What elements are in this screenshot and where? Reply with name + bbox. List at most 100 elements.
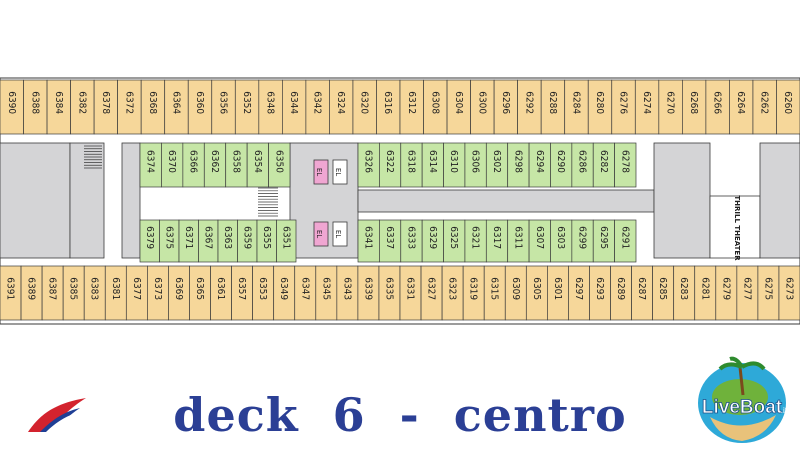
bottom-cabin-label-6273: 6273: [783, 277, 794, 300]
inner-cabin-label-6374: 6374: [145, 150, 156, 173]
inner-cabin-cell-6278[interactable]: [614, 142, 637, 188]
top-cabin-label-6356: 6356: [218, 91, 229, 114]
elevator-label-2: EL: [334, 168, 342, 176]
inner-cabin-label-6317: 6317: [491, 226, 502, 249]
bottom-cabin-label-6335: 6335: [383, 277, 394, 300]
top-cabin-label-6364: 6364: [170, 91, 181, 114]
elevator-label-1: EL: [315, 168, 323, 176]
top-cabin-label-6316: 6316: [382, 91, 393, 114]
bottom-cabin-label-6365: 6365: [194, 277, 205, 300]
bottom-cabin-label-6331: 6331: [405, 277, 416, 300]
bottom-cabin-cell-6273[interactable]: [778, 265, 800, 321]
top-cabin-label-6352: 6352: [241, 91, 252, 114]
bottom-cabin-label-6353: 6353: [257, 277, 268, 300]
inner-cabin-label-6318: 6318: [405, 150, 416, 173]
elevator-2: [332, 159, 348, 185]
funnel-tail-blue: [40, 408, 80, 432]
top-cabin-label-6324: 6324: [335, 91, 346, 114]
bottom-cabin-label-6387: 6387: [47, 277, 58, 300]
inner-cabin-label-6282: 6282: [598, 150, 609, 173]
inner-cabin-label-6325: 6325: [448, 226, 459, 249]
globe-land: [712, 379, 768, 415]
top-cabin-label-6304: 6304: [453, 91, 464, 114]
inner-cabin-label-6329: 6329: [427, 226, 438, 249]
elevator-3: [313, 221, 329, 247]
inner-cabin-label-6326: 6326: [363, 150, 374, 173]
globe-sand: [710, 415, 776, 441]
top-cabin-label-6284: 6284: [570, 91, 581, 114]
inner-cabin-label-6321: 6321: [470, 226, 481, 249]
bottom-cabin-label-6287: 6287: [636, 277, 647, 300]
bottom-cabin-label-6391: 6391: [5, 277, 16, 300]
bottom-cabin-label-6383: 6383: [89, 277, 100, 300]
top-cabin-label-6262: 6262: [759, 91, 770, 114]
bottom-cabin-label-6315: 6315: [489, 277, 500, 300]
bottom-cabin-label-6339: 6339: [362, 277, 373, 300]
mid-passage: [357, 189, 655, 213]
inner-cabin-label-6295: 6295: [598, 226, 609, 249]
inner-cabin-label-6355: 6355: [261, 226, 272, 249]
inner-cabin-label-6366: 6366: [188, 150, 199, 173]
inner-cabin-label-6350: 6350: [273, 150, 284, 173]
top-cabin-label-6296: 6296: [500, 91, 511, 114]
inner-cabin-cell-6351[interactable]: [276, 219, 297, 263]
inner-cabin-label-6307: 6307: [534, 226, 545, 249]
inner-cabin-label-6310: 6310: [448, 150, 459, 173]
top-cabin-label-6342: 6342: [312, 91, 323, 114]
bottom-cabin-label-6343: 6343: [341, 277, 352, 300]
elevator-1: [313, 159, 329, 185]
liveboat-logo: LiveBoat .it: [698, 356, 788, 443]
top-cabin-label-6312: 6312: [406, 91, 417, 114]
top-cabin-label-6382: 6382: [76, 91, 87, 114]
inner-cabin-label-6359: 6359: [241, 226, 252, 249]
inner-cabin-label-6351: 6351: [280, 226, 291, 249]
inner-cabin-label-6306: 6306: [470, 150, 481, 173]
logo-wordmark: LiveBoat: [702, 397, 783, 418]
carnival-funnel-logo: [28, 398, 86, 432]
top-cabin-label-6308: 6308: [429, 91, 440, 114]
stairs-left: [84, 145, 102, 169]
inner-cabin-cell-6291[interactable]: [614, 219, 637, 263]
top-cabin-label-6274: 6274: [641, 91, 652, 114]
bottom-cabin-label-6293: 6293: [594, 277, 605, 300]
bottom-cabin-label-6285: 6285: [657, 277, 668, 300]
inner-cabin-label-6362: 6362: [209, 150, 220, 173]
inner-cabin-cell-6350[interactable]: [268, 142, 291, 188]
elevator-label-4: EL: [334, 230, 342, 238]
inner-cabin-label-6299: 6299: [577, 226, 588, 249]
bottom-cabin-label-6345: 6345: [320, 277, 331, 300]
top-cabin-label-6378: 6378: [100, 91, 111, 114]
venue-label: THRILL THEATER: [733, 195, 741, 261]
top-cabin-label-6264: 6264: [735, 91, 746, 114]
top-cabin-label-6266: 6266: [712, 91, 723, 114]
inner-cabin-label-6314: 6314: [427, 150, 438, 173]
top-cabin-label-6390: 6390: [6, 91, 17, 114]
funnel-tail-red: [28, 398, 86, 432]
bottom-cabin-label-6301: 6301: [552, 277, 563, 300]
inner-cabin-label-6322: 6322: [384, 150, 395, 173]
service-area-right: [653, 142, 711, 259]
top-cabin-label-6344: 6344: [288, 91, 299, 114]
top-cabin-label-6372: 6372: [123, 91, 134, 114]
bottom-cabin-label-6297: 6297: [573, 277, 584, 300]
inner-cabin-label-6341: 6341: [363, 226, 374, 249]
stairwell-left: [69, 142, 105, 259]
inner-cabin-label-6333: 6333: [405, 226, 416, 249]
stairs-center: [258, 187, 278, 217]
inner-cabin-label-6303: 6303: [555, 226, 566, 249]
lobby-block: [121, 142, 141, 259]
inner-cabin-label-6302: 6302: [491, 150, 502, 173]
bottom-cabin-label-6385: 6385: [68, 277, 79, 300]
bottom-cabin-label-6389: 6389: [26, 277, 37, 300]
elevator-4: [332, 221, 348, 247]
inner-cabin-label-6278: 6278: [619, 150, 630, 173]
bottom-cabin-label-6277: 6277: [741, 277, 752, 300]
bottom-cabin-label-6347: 6347: [299, 277, 310, 300]
inner-cabin-label-6363: 6363: [222, 226, 233, 249]
